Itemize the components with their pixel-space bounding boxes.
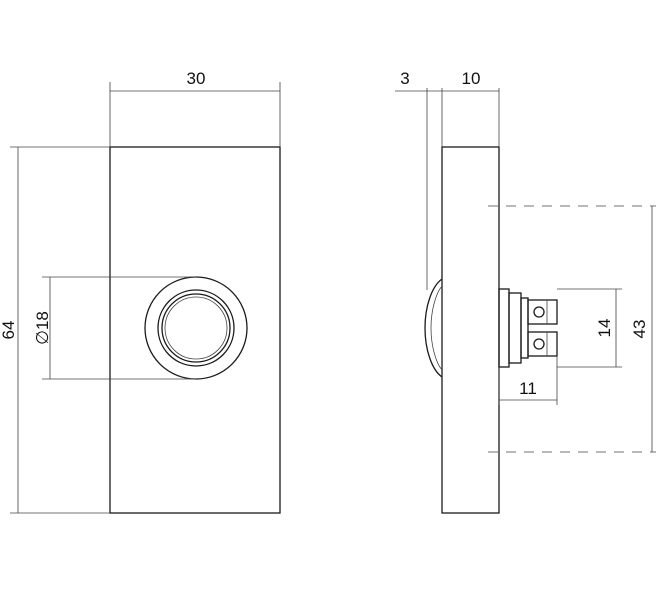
terminal-height-label: 14 — [595, 319, 614, 338]
width-dimension: 30 — [109, 69, 281, 147]
width-label: 30 — [187, 69, 206, 88]
button-face-outer — [161, 293, 231, 363]
depth-dimensions: 3 10 — [395, 69, 500, 290]
height-label: 64 — [0, 321, 18, 340]
side-view: 3 10 11 14 43 — [395, 69, 656, 514]
button-ring-outer — [144, 276, 248, 380]
front-view: 30 64 ∅18 — [0, 69, 281, 514]
bezel-depth-label: 3 — [400, 69, 409, 88]
front-plate — [109, 146, 281, 514]
terminal-length-dimension: 11 — [498, 356, 558, 405]
button-bezel — [424, 278, 443, 378]
mount-spacing-dimension: 43 — [488, 205, 656, 453]
button-face-inner — [164, 296, 228, 360]
button-ring-inner — [157, 289, 235, 367]
terminal-block — [498, 288, 558, 368]
button-bezel-inner — [430, 285, 443, 371]
side-plate — [441, 146, 500, 514]
height-dimension: 64 — [0, 146, 110, 514]
button-diameter-dimension: ∅18 — [33, 276, 196, 380]
plate-depth-label: 10 — [462, 69, 481, 88]
button-diameter-label: ∅18 — [33, 311, 52, 345]
terminal-height-dimension: 14 — [557, 288, 622, 368]
mount-spacing-label: 43 — [630, 320, 649, 339]
terminal-length-label: 11 — [519, 379, 537, 398]
